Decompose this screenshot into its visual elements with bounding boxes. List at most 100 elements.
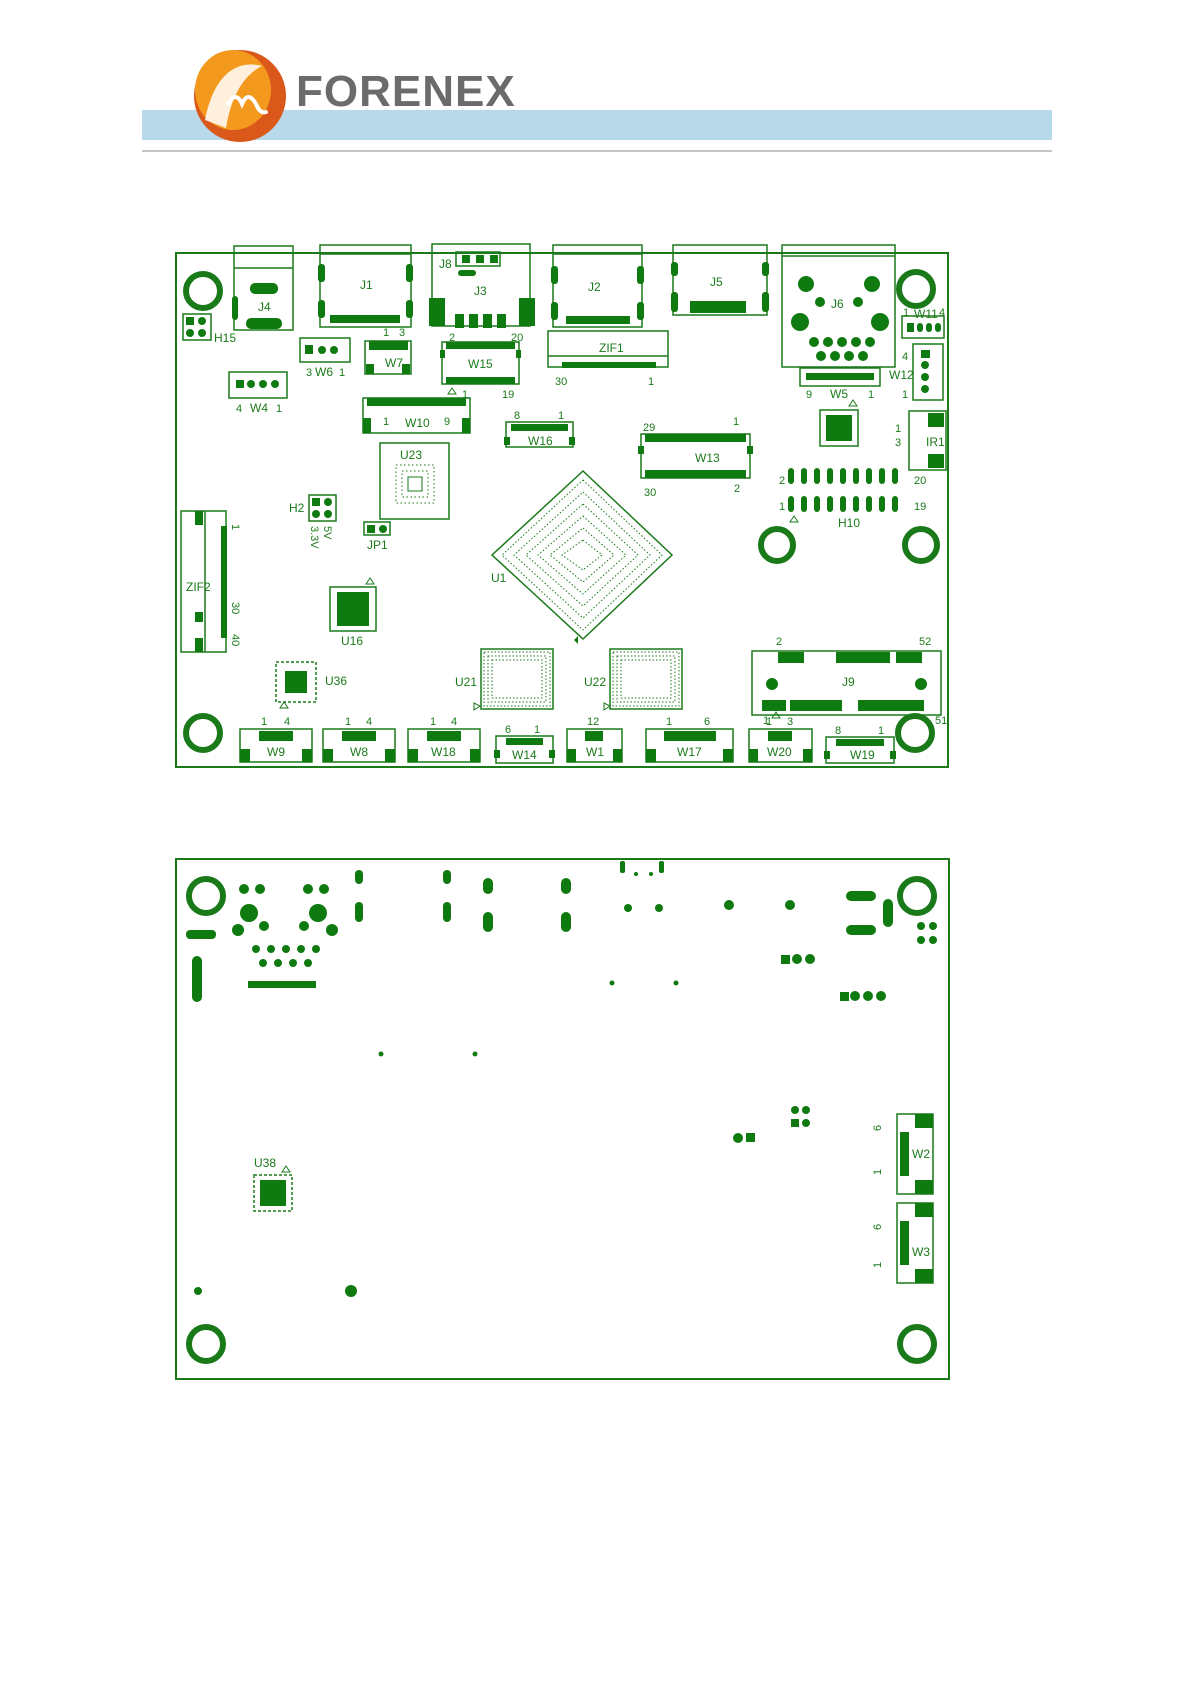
label-w4: W4 — [250, 401, 268, 415]
pin-label: 30 — [229, 602, 241, 614]
label-j8: J8 — [439, 257, 452, 271]
jumper-jp1: JP1 — [364, 522, 390, 552]
pin-label: 19 — [502, 389, 514, 401]
chip-u38: U38 — [254, 1156, 292, 1211]
pin-label: 1 — [229, 524, 241, 530]
pin-label: 6 — [872, 1224, 884, 1230]
connector-j4: J4 — [232, 246, 293, 330]
wafer-w8: 1 4 W8 — [323, 716, 395, 762]
mounting-hole-icon — [900, 879, 934, 913]
pin-label: 1 — [339, 367, 345, 379]
top-view-board: J4 H15 J1 3 W6 — [176, 244, 948, 767]
connector-j3: J8 J3 — [429, 244, 535, 328]
mounting-hole-icon — [186, 716, 220, 750]
chip-u21: U21 — [455, 649, 553, 710]
pin-label: 1 — [779, 501, 785, 513]
wafer-w3: W3 6 1 — [872, 1203, 933, 1283]
label-w7: W7 — [385, 356, 403, 370]
bottom-pads — [186, 861, 937, 1297]
pin-label: 5V — [321, 526, 333, 540]
label-j5: J5 — [710, 275, 723, 289]
wafer-w14: 6 1 W14 — [494, 724, 555, 763]
pin-label: 1 — [872, 1262, 884, 1268]
pin-label: 1 — [534, 724, 540, 736]
wafer-w16: 8 1 W16 — [504, 410, 575, 448]
wafer-w4: 4 W4 1 — [229, 372, 287, 415]
pin-label: 1 — [868, 389, 874, 401]
label-w1: W1 — [586, 745, 604, 759]
pin-label: 1 — [766, 716, 772, 728]
label-u38: U38 — [254, 1156, 276, 1170]
label-u21: U21 — [455, 675, 477, 689]
label-w11: W11 — [914, 307, 938, 321]
pin-label: 1 — [666, 716, 672, 728]
connector-zif2: ZIF2 1 30 40 — [181, 511, 241, 652]
pin-label: 4 — [902, 351, 908, 363]
mounting-hole-icon — [761, 529, 793, 561]
mounting-hole-icon — [186, 274, 220, 308]
pin-label: 1 — [430, 716, 436, 728]
pin-label: 6 — [872, 1125, 884, 1131]
pin-label: 1 — [895, 423, 901, 435]
mounting-hole-icon — [898, 716, 932, 750]
chip-u36: U36 — [276, 662, 347, 708]
pin-label: 51 — [935, 715, 947, 727]
wafer-w11: 1 W11 4 — [902, 307, 945, 338]
pin-label: 3 — [399, 327, 405, 339]
pin-label: 4 — [284, 716, 290, 728]
label-j1: J1 — [360, 278, 373, 292]
bottom-view-board: U38 W2 6 1 W3 6 1 — [176, 859, 949, 1379]
label-jp1: JP1 — [367, 538, 388, 552]
pin-label: 6 — [704, 716, 710, 728]
pin-label: 19 — [914, 501, 926, 513]
label-h10: H10 — [838, 516, 860, 530]
chip-u23: U23 — [380, 443, 449, 519]
pin-label: 9 — [806, 389, 812, 401]
pin-label: 4 — [451, 716, 457, 728]
pin-label: 8 — [514, 410, 520, 422]
label-w19: W19 — [850, 748, 875, 762]
pin-label: 40 — [229, 634, 241, 646]
label-w20: W20 — [767, 745, 792, 759]
label-j3: J3 — [474, 284, 487, 298]
label-j9: J9 — [842, 675, 855, 689]
pin-label: 20 — [914, 475, 926, 487]
wafer-w10: 1 W10 9 — [363, 398, 470, 433]
wafer-w15: 2 20 W15 1 19 — [440, 332, 523, 401]
connector-ir1: 1 3 IR1 — [895, 411, 946, 470]
wafer-w20: 1 3 W20 — [749, 716, 812, 762]
connector-zif1: ZIF1 30 1 — [548, 331, 668, 388]
mounting-hole-icon — [189, 1327, 223, 1361]
wafer-w13: 29 1 W13 30 2 — [638, 416, 753, 499]
label-w6: W6 — [315, 365, 333, 379]
board-outline-bottom — [176, 859, 949, 1379]
pin-label: 1 — [383, 327, 389, 339]
pin-label: 30 — [644, 487, 656, 499]
pin-label: 30 — [555, 376, 567, 388]
pin-label: 3 — [895, 437, 901, 449]
brand-name: FORENEX — [296, 67, 516, 116]
label-j2: J2 — [588, 280, 601, 294]
connector-j6: J6 — [782, 245, 895, 367]
forenex-logo-icon — [194, 50, 286, 142]
mounting-hole-icon — [900, 1327, 934, 1361]
label-w2: W2 — [912, 1147, 930, 1161]
label-w10: W10 — [405, 416, 430, 430]
wafer-w2: W2 6 1 — [872, 1114, 933, 1194]
connector-j2: J2 — [551, 245, 644, 327]
pin-label: 1 — [276, 403, 282, 415]
pin-label: 2 — [779, 475, 785, 487]
wafer-w5: 9 W5 1 — [800, 368, 880, 401]
label-u36: U36 — [325, 674, 347, 688]
pin-label: 12 — [587, 716, 599, 728]
label-w13: W13 — [695, 451, 720, 465]
pin-label: 8 — [835, 725, 841, 737]
label-j6: J6 — [831, 297, 844, 311]
mounting-hole-icon — [189, 879, 223, 913]
header-h15: H15 — [183, 314, 236, 345]
pin-label: 2 — [776, 636, 782, 648]
pin-label: 4 — [939, 307, 945, 319]
pin-label: 1 — [648, 376, 654, 388]
pin-label: 1 — [872, 1169, 884, 1175]
pin-label: 52 — [919, 636, 931, 648]
